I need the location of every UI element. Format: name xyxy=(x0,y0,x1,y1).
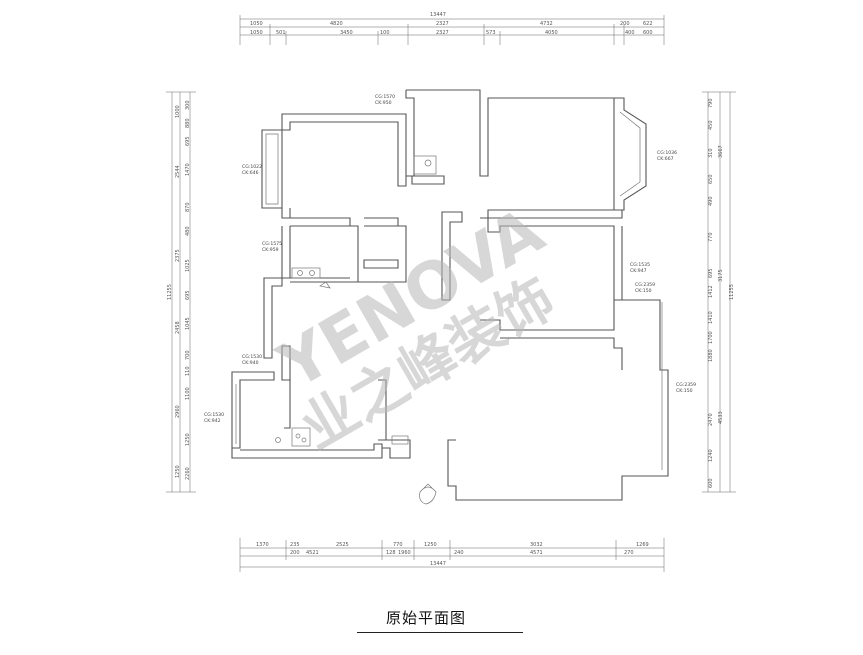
right-dim-c: 4533 xyxy=(718,411,724,424)
left-dim-a: 1000 xyxy=(175,105,181,118)
bottom-dim-1: 1370 xyxy=(256,542,269,548)
note-9b: CK:942 xyxy=(204,418,221,424)
bottom-dim-7: 1269 xyxy=(636,542,649,548)
top-dim-4: 4732 xyxy=(540,21,553,27)
top-dim-7: 1050 xyxy=(250,30,263,36)
left-dim-e: 2960 xyxy=(175,405,181,418)
bottom-dim-9: 4521 xyxy=(306,550,319,556)
note-4a: CG:1575 xyxy=(262,241,282,247)
note-3b: CK:667 xyxy=(657,156,674,162)
left-dim-11: 110 xyxy=(185,366,191,376)
left-dim-7: 1025 xyxy=(185,259,191,272)
note-9a: CG:1530 xyxy=(204,412,224,418)
left-dim-10: 700 xyxy=(185,350,191,360)
left-dim-12: 1100 xyxy=(185,387,191,400)
top-dim-13: 4050 xyxy=(545,30,558,36)
left-dim-9: 1045 xyxy=(185,317,191,330)
brand-watermark: YENOVA 业之峰装饰 xyxy=(266,194,565,462)
drawing-caption: 原始平面图 xyxy=(386,609,467,627)
note-7a: CG:1530 xyxy=(242,354,262,360)
top-dim-5: 200 xyxy=(620,21,630,27)
right-total-dim: 11255 xyxy=(729,284,735,300)
note-6b: CK:150 xyxy=(635,288,652,294)
top-dim-10: 100 xyxy=(380,30,390,36)
right-dim-a: 3667 xyxy=(718,145,724,158)
note-3a: CG:1036 xyxy=(657,150,677,156)
bottom-dim-6: 3032 xyxy=(530,542,543,548)
right-dim-7: 695 xyxy=(708,268,714,278)
note-1b: CK:950 xyxy=(375,100,392,106)
bottom-dim-3: 2525 xyxy=(336,542,349,548)
fixtures xyxy=(275,155,437,505)
left-dim-6: 480 xyxy=(185,226,191,236)
left-dim-d: 2458 xyxy=(175,321,181,334)
note-2a: CG:1022 xyxy=(242,164,262,170)
top-dim-12: 573 xyxy=(486,30,496,36)
left-dim-14: 2260 xyxy=(185,467,191,480)
bottom-dim-11: 1960 xyxy=(398,550,411,556)
right-dim-12: 2470 xyxy=(708,413,714,426)
bottom-dim-8: 200 xyxy=(290,550,300,556)
top-dimension-chain: 13447 1050 4820 2327 4732 200 622 1050 5… xyxy=(239,12,665,45)
right-dim-1: 790 xyxy=(708,98,714,108)
left-dim-4: 1470 xyxy=(185,163,191,176)
top-dim-14: 400 xyxy=(625,30,635,36)
right-dim-2: 450 xyxy=(708,120,714,130)
bottom-dim-2: 235 xyxy=(290,542,300,548)
note-5b: CK:947 xyxy=(630,268,647,274)
note-6a: CG:2359 xyxy=(635,282,655,288)
caption-underline xyxy=(357,632,523,633)
top-dim-8: 501 xyxy=(276,30,286,36)
left-dim-b: 2544 xyxy=(175,165,181,178)
left-dim-8: 695 xyxy=(185,290,191,300)
note-8b: CK:150 xyxy=(676,388,693,394)
right-dim-14: 600 xyxy=(708,478,714,488)
top-total-dim: 13447 xyxy=(430,12,446,18)
right-dim-13: 1240 xyxy=(708,449,714,462)
bottom-dim-4: 770 xyxy=(393,542,403,548)
right-dim-11: 1880 xyxy=(708,349,714,362)
top-dim-1: 1050 xyxy=(250,21,263,27)
right-dim-5: 490 xyxy=(708,196,714,206)
note-5a: CG:1535 xyxy=(630,262,650,268)
right-dimension-chain: 790 450 310 650 490 770 695 1412 1410 17… xyxy=(702,91,736,493)
left-total-dim: 11255 xyxy=(167,284,173,300)
left-dim-13: 1250 xyxy=(185,433,191,446)
left-dim-3: 695 xyxy=(185,136,191,146)
left-dim-f: 1250 xyxy=(175,465,181,478)
annotation-notes: CG:1570 CK:950 CG:1022 CK:646 CG:1036 CK… xyxy=(204,94,696,424)
note-4b: CK:959 xyxy=(262,247,279,253)
right-dim-4: 650 xyxy=(708,174,714,184)
left-dim-2: 880 xyxy=(185,118,191,128)
top-dim-9: 3450 xyxy=(340,30,353,36)
note-7b: CK:940 xyxy=(242,360,259,366)
top-dim-3: 2327 xyxy=(436,21,449,27)
bottom-dim-14: 270 xyxy=(624,550,634,556)
wall-outline xyxy=(231,89,669,501)
right-dim-3: 310 xyxy=(708,148,714,158)
note-1a: CG:1570 xyxy=(375,94,395,100)
note-8a: CG:2359 xyxy=(676,382,696,388)
bottom-total-dim: 13447 xyxy=(430,561,446,567)
right-dim-8: 1412 xyxy=(708,285,714,298)
bottom-dimension-chain: 1370 235 2525 770 1250 3032 1269 200 452… xyxy=(239,538,665,572)
bottom-dim-5: 1250 xyxy=(424,542,437,548)
top-dim-11: 2327 xyxy=(436,30,449,36)
left-dim-c: 2375 xyxy=(175,249,181,262)
top-dim-15: 600 xyxy=(643,30,653,36)
bottom-dim-12: 240 xyxy=(454,550,464,556)
bottom-dim-10: 128 xyxy=(386,550,396,556)
top-dim-6: 622 xyxy=(643,21,653,27)
bottom-dim-13: 4571 xyxy=(530,550,543,556)
top-dim-2: 4820 xyxy=(330,21,343,27)
note-2b: CK:646 xyxy=(242,170,259,176)
right-dim-9: 1410 xyxy=(708,311,714,324)
left-dim-5: 870 xyxy=(185,202,191,212)
right-dim-6: 770 xyxy=(708,232,714,242)
right-dim-b: 3175 xyxy=(718,269,724,282)
left-dim-1: 300 xyxy=(185,100,191,110)
right-dim-10: 1700 xyxy=(708,331,714,344)
left-dimension-chain: 11255 1000 2544 2375 2458 2960 1250 300 … xyxy=(166,91,196,493)
